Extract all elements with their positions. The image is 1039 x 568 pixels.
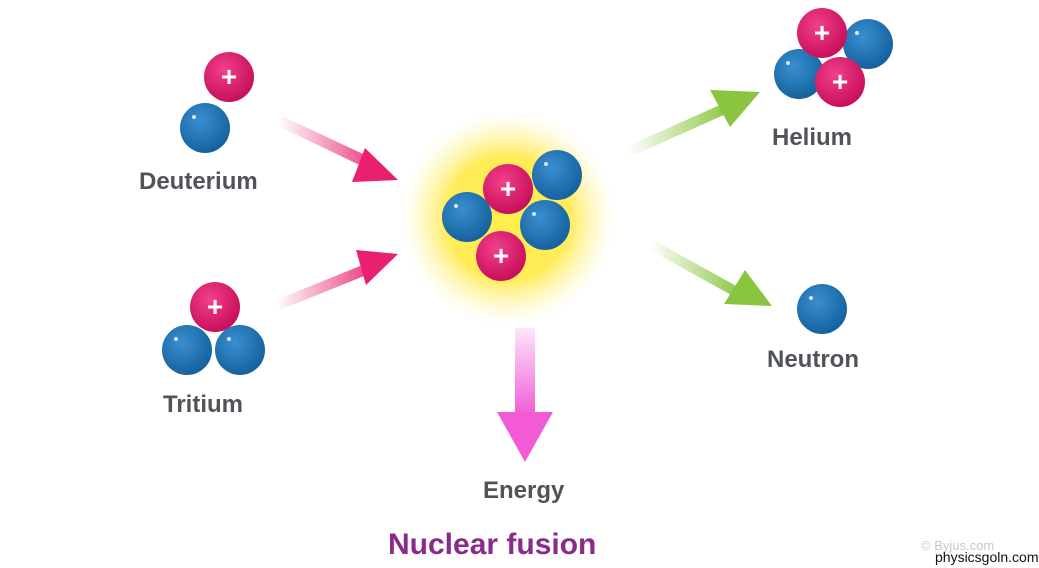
neutron-particle — [215, 325, 265, 375]
helium-label: Helium — [772, 124, 853, 151]
helium-particles: + + — [774, 8, 893, 107]
neutron-particle — [532, 150, 582, 200]
neutron-particle — [843, 19, 893, 69]
svg-text:+: + — [500, 173, 516, 204]
neutron-particle — [520, 200, 570, 250]
proton-particle: + — [483, 164, 533, 214]
svg-text:+: + — [207, 291, 223, 322]
energy-label: Energy — [483, 477, 565, 504]
tritium-arrow — [276, 250, 398, 310]
proton-particle: + — [204, 52, 254, 102]
svg-text:+: + — [493, 240, 509, 271]
diagram-title: Nuclear fusion — [388, 528, 597, 561]
deuterium-label: Deuterium — [139, 168, 258, 195]
proton-particle: + — [815, 57, 865, 107]
neutron-particle — [162, 325, 212, 375]
neutron-particle — [774, 49, 824, 99]
watermark-text: © Byjus.com — [921, 538, 995, 553]
deuterium-arrow — [278, 116, 398, 182]
svg-text:+: + — [832, 66, 848, 97]
neutron-arrow — [650, 241, 772, 306]
svg-text:+: + — [221, 61, 237, 92]
helium-arrow — [628, 90, 760, 156]
deuterium-particles: + — [180, 52, 254, 153]
proton-particle: + — [190, 282, 240, 332]
neutron-particle — [180, 103, 230, 153]
source-credit: physicsgoln.com — [935, 549, 1039, 565]
neutron-particle — [442, 192, 492, 242]
svg-text:+: + — [814, 17, 830, 48]
energy-arrow — [497, 328, 553, 462]
released-neutron — [797, 284, 847, 334]
fusing-nucleus: + + — [442, 150, 582, 281]
tritium-label: Tritium — [163, 391, 244, 418]
energy-glow — [396, 106, 620, 330]
tritium-particles: + — [162, 282, 265, 375]
proton-particle: + — [797, 8, 847, 58]
neutron-label: Neutron — [767, 346, 859, 373]
proton-particle: + — [476, 231, 526, 281]
